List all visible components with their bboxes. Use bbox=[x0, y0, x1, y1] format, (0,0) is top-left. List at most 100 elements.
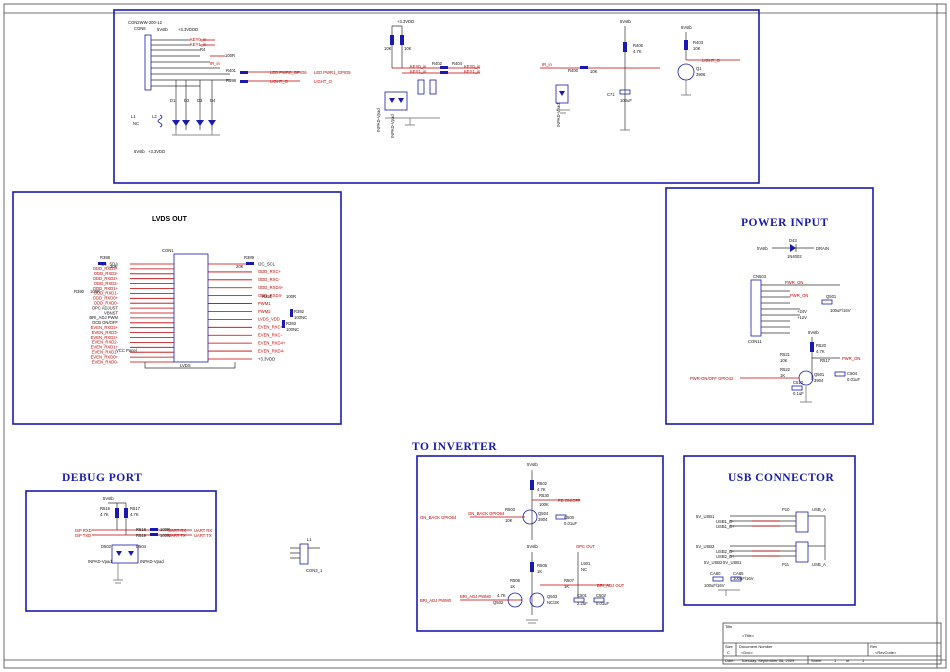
inpad-key-ic bbox=[384, 91, 408, 111]
res-r506-value: 1K bbox=[510, 584, 515, 589]
tb-rev-label: Rev bbox=[870, 644, 877, 649]
diode-d2 bbox=[182, 120, 190, 126]
res-r521-ref: R521 bbox=[780, 352, 791, 357]
net-light-o: LIGHT_O bbox=[270, 79, 289, 84]
res-r392-body bbox=[290, 309, 293, 317]
res-r505-value: 1K bbox=[537, 569, 542, 574]
transistor-q501-part: 3904 bbox=[814, 378, 824, 383]
diode-d4 bbox=[208, 120, 216, 126]
res-r4-ref: R4 bbox=[200, 47, 206, 52]
power-net-pwr-on-out: PWR_ON bbox=[842, 356, 860, 361]
inverter-cap-c500 bbox=[555, 514, 567, 520]
res-r517-value: 4.7K bbox=[130, 512, 139, 517]
res-r401-body bbox=[240, 71, 248, 74]
lvds-right-signal: +3.3VDD bbox=[258, 356, 275, 361]
lvds-left-signal: EVEN_RXD1+ bbox=[91, 345, 119, 350]
res-r388-ref: R388 bbox=[100, 255, 111, 260]
debug-d504-ref: D504 bbox=[136, 544, 147, 549]
usb-net-5v-usb1-b: 5V_USB1 bbox=[723, 560, 742, 565]
power-cap-c1-value: 100uF/16V bbox=[830, 308, 851, 313]
res-r398-ref: R398 bbox=[226, 78, 237, 83]
rail-5vstb-label: 5Vstb bbox=[157, 27, 168, 32]
lvds-right-signal: PWM1 bbox=[258, 301, 271, 306]
part-l1: L1 bbox=[131, 114, 136, 119]
tb-sheet-label: Sheet bbox=[811, 658, 822, 663]
power-cap-c504 bbox=[834, 371, 846, 377]
lvds-left-signal: ODD_RXD3+ bbox=[93, 266, 119, 271]
inpad-key-label: INPAD-Vpad bbox=[376, 108, 381, 132]
inverter-rail-5vstb: 5Vstb bbox=[527, 462, 538, 467]
key-panel-block: CON2WW-200-12 CON8 5Vstb +3.3VDDD KEY0_i… bbox=[113, 9, 760, 184]
res-r516-value: 4.7K bbox=[100, 512, 109, 517]
lvds-right-signal: ODD_RXC- bbox=[258, 277, 280, 282]
net-key1-mid: KEY1_in bbox=[410, 69, 427, 74]
net-led-pwr0: LED PWR0_GPIO6 bbox=[270, 70, 307, 75]
res-r388-body bbox=[98, 262, 106, 265]
inverter-rail-5vstb-2: 5Vstb bbox=[527, 544, 538, 549]
net-light-right: LIGHT_O bbox=[702, 58, 721, 63]
cap-c71-ref: C71 bbox=[607, 92, 615, 97]
usb-cap-ca60-value: 100uF/16V bbox=[704, 583, 725, 588]
lvds-right-signal: EVEN_RXC+ bbox=[258, 325, 284, 330]
res-r518-body bbox=[150, 528, 158, 531]
debug-border bbox=[25, 490, 217, 612]
inverter-net-on-back: ON_BACK GPIO64 bbox=[420, 515, 457, 520]
lvds-right-signal: ODD_RXC+ bbox=[258, 269, 281, 274]
debug-inpad-label-2: INPAD-Vpad bbox=[140, 559, 164, 564]
debug-net-isp-rxd: ISP RXD bbox=[75, 528, 92, 533]
usb-p10-body bbox=[795, 511, 809, 533]
debug-title: DEBUG PORT bbox=[62, 472, 142, 484]
debug-inpad-ic bbox=[111, 544, 139, 564]
power-cap-c510-value: 0.1uF bbox=[793, 391, 804, 396]
usb-cap-ca65 bbox=[730, 576, 742, 582]
transistor-q1 bbox=[677, 63, 695, 81]
sheet-frame bbox=[3, 3, 947, 669]
res-r502-body bbox=[530, 480, 534, 490]
usb-block: USB CONNECTOR P10 USB_A P11 USB_A 5V_USB… bbox=[683, 455, 856, 606]
usb-p11-ref: P11 bbox=[782, 562, 790, 567]
net-ir-in: IR_in bbox=[210, 61, 220, 66]
res-r503-value: 10K bbox=[505, 518, 513, 523]
lvds-left-signal: OCB ON/OFF bbox=[92, 320, 118, 325]
lvds-left-signal: BRI_ADJ PWM bbox=[89, 315, 118, 320]
res-r400-ref: R400 bbox=[568, 68, 579, 73]
transistor-q1-part: 3906 bbox=[696, 72, 706, 77]
power-cap-c504-ref: C504 bbox=[847, 371, 858, 376]
inverter-net-on-back-2: ON_BACK GPIO64 bbox=[468, 511, 505, 516]
tb-date-label: Date: bbox=[725, 658, 735, 663]
inverter-l501-ref: L501 bbox=[581, 561, 591, 566]
power-cap-c504-value: 0.01uF bbox=[847, 377, 860, 382]
net-key1-out: KEY1_in bbox=[464, 69, 481, 74]
res-mid-1-value: 10K bbox=[384, 46, 392, 51]
res-r401-ref: R401 bbox=[226, 68, 237, 73]
usb-net-usb1-dp: USB1_D+ bbox=[716, 524, 735, 529]
usb-cap-ca65-value: 100uF/16V bbox=[733, 576, 754, 581]
lvds-left-signal: ODD_RXD2+ bbox=[93, 276, 119, 281]
lvds-right-signal: EVEN_RXD4+ bbox=[258, 340, 286, 345]
res-r403-ref: R403 bbox=[693, 40, 704, 45]
lvds-left-signal: ODD_RXD1+ bbox=[93, 286, 119, 291]
tb-of-value: 1 bbox=[862, 658, 865, 663]
usb-cap-ca60-ref: CA60 bbox=[710, 571, 721, 576]
power-drain: DRAIN bbox=[816, 246, 829, 251]
rail-mid-3v3: +3.3VDD bbox=[397, 19, 414, 24]
res-r406-body bbox=[623, 42, 627, 52]
lvds-right-signal: I2C_SCL bbox=[258, 261, 276, 266]
tb-title-value: <Title> bbox=[742, 633, 755, 638]
power-connector-ref: CN503 bbox=[753, 274, 767, 279]
inpad-key-label-2: INPAD-Vpad bbox=[390, 114, 395, 138]
key-connector-ref: CON8 bbox=[134, 26, 146, 31]
usb-p10-part: USB_A bbox=[812, 507, 826, 512]
power-rail-5vstb: 5Vstb bbox=[757, 246, 768, 251]
res-r389-body bbox=[246, 262, 254, 265]
tb-of-label: of bbox=[846, 658, 850, 663]
res-r4-value: 100R bbox=[225, 53, 235, 58]
power-cap-c510 bbox=[791, 385, 803, 391]
rail-right-5vstb-2: 5Vstb bbox=[681, 25, 692, 30]
transistor-q504 bbox=[522, 509, 538, 525]
res-r506-ref: R506 bbox=[510, 578, 521, 583]
transistor-q502-ref: Q502 bbox=[493, 600, 504, 605]
inpad-ir-ic bbox=[555, 84, 569, 104]
res-mid-2-value: 10K bbox=[404, 46, 412, 51]
